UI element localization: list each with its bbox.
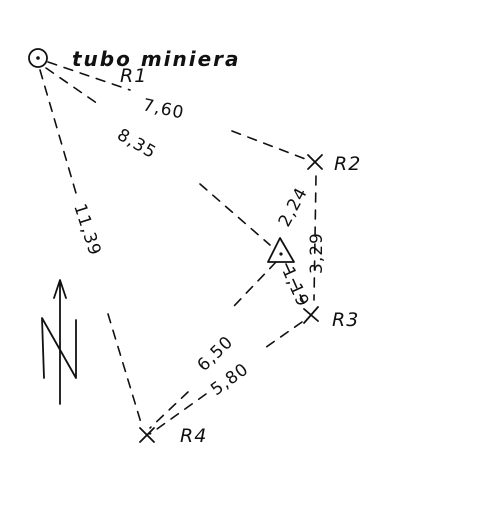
north-arrow-icon: [41, 279, 77, 405]
triangle-station-icon: [267, 237, 295, 263]
line-r3-r4-lower: [149, 393, 207, 435]
distance-label-r1-r4: 11,39: [69, 201, 105, 258]
title-label: tubo miniera: [72, 47, 241, 71]
distance-label-r1-station: 8,35: [114, 125, 160, 163]
origin-circle-icon: [28, 48, 48, 68]
cross-mark-icon-r3: [303, 306, 319, 324]
line-origin-r4-lower: [107, 313, 143, 427]
line-origin-r1: [47, 61, 131, 91]
distance-label-station-r2: 2,24: [275, 184, 312, 230]
distance-label-r1-r2: 7,60: [141, 95, 186, 123]
line-r3-r4-upper: [261, 321, 303, 351]
line-origin-r4-upper: [39, 69, 79, 201]
point-label-r3: R3: [332, 309, 359, 331]
point-label-r4: R4: [180, 425, 207, 447]
line-r2-r3: [313, 175, 317, 301]
cross-mark-icon-r4: [139, 427, 155, 443]
line-origin-station: [45, 67, 99, 105]
line-station-r3: [285, 263, 307, 309]
line-to-r2: [231, 130, 309, 161]
point-label-r2: R2: [334, 153, 361, 175]
line-station-r4-lower: [149, 391, 189, 429]
cross-mark-icon-r2: [307, 154, 323, 170]
line-to-station: [199, 183, 271, 246]
line-station-r4-upper: [233, 261, 277, 307]
point-label-r1: R1: [120, 65, 147, 87]
distance-label-r2-r3: 3,29: [307, 232, 327, 274]
